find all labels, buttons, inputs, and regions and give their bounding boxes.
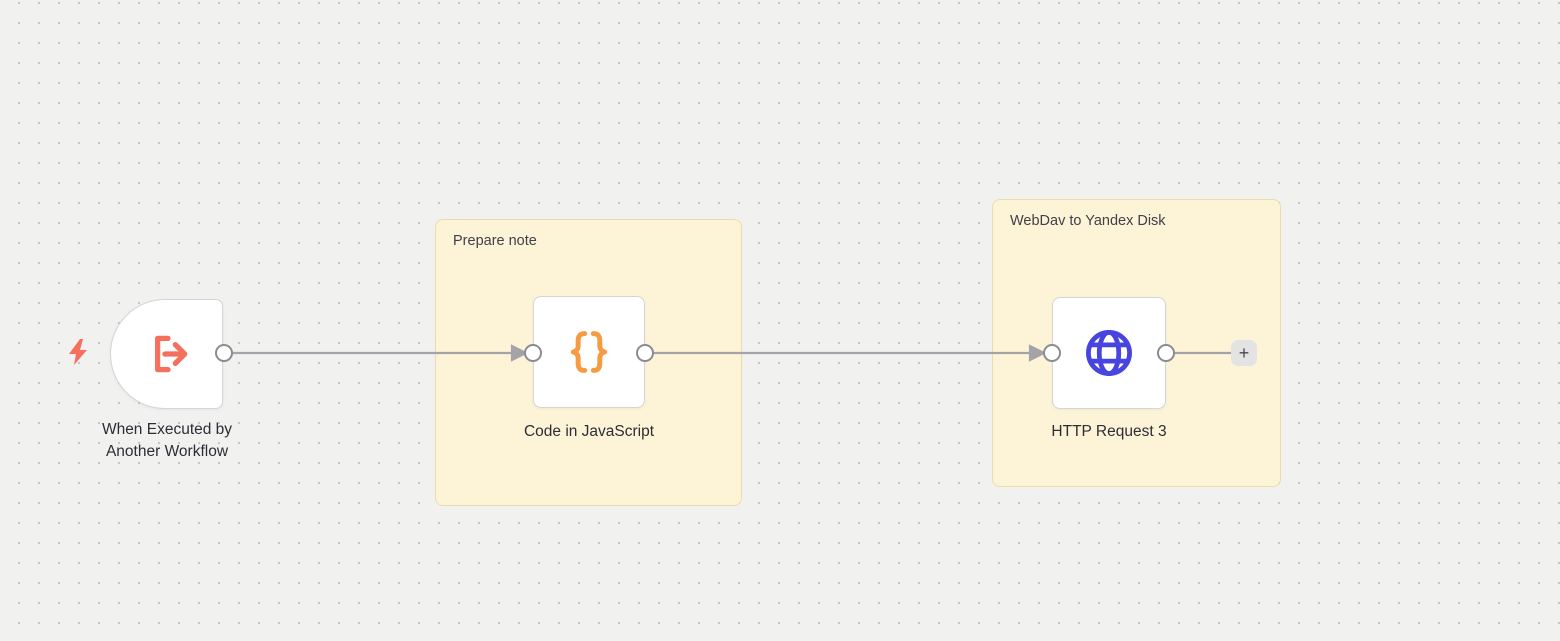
output-endpoint-http[interactable] <box>1157 344 1175 362</box>
input-endpoint-http[interactable] <box>1043 344 1061 362</box>
globe-icon <box>1086 330 1132 376</box>
sticky-note-title: WebDav to Yandex Disk <box>1010 213 1166 229</box>
sticky-note-title: Prepare note <box>453 233 537 249</box>
node-label-code: Code in JavaScript <box>523 423 655 440</box>
node-label-http: HTTP Request 3 <box>1051 423 1167 440</box>
lightning-bolt-icon <box>69 339 87 365</box>
add-node-button[interactable]: + <box>1231 340 1257 366</box>
output-endpoint-code[interactable] <box>636 344 654 362</box>
curly-braces-icon <box>570 331 608 373</box>
node-code-in-javascript[interactable] <box>533 296 645 408</box>
node-label-when-executed: When Executed by Another Workflow <box>101 421 233 461</box>
node-http-request-3[interactable] <box>1052 297 1166 409</box>
workflow-exit-icon <box>154 335 187 373</box>
output-endpoint-trigger[interactable] <box>215 344 233 362</box>
input-endpoint-code[interactable] <box>524 344 542 362</box>
node-when-executed-by-another-workflow[interactable] <box>110 299 223 409</box>
